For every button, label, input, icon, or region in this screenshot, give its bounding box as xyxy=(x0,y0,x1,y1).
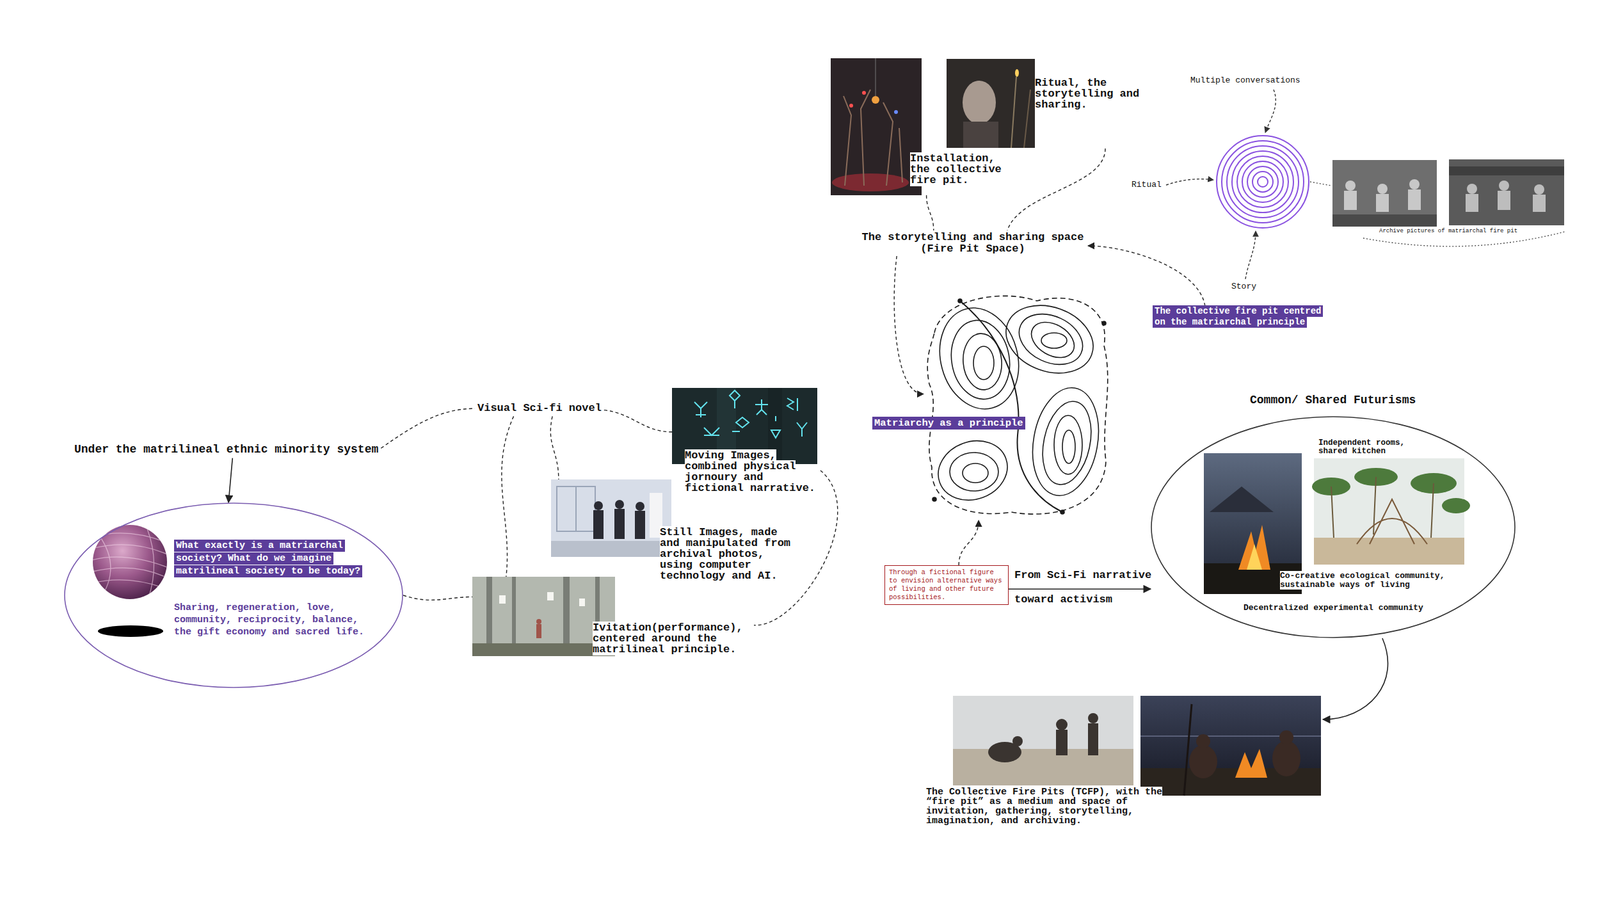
ellipse-node: What exactly is a matriarchal society? W… xyxy=(64,502,404,688)
connector xyxy=(228,458,233,503)
sphere-image xyxy=(89,524,171,637)
photo-node: Moving Images, combined physical jornour… xyxy=(672,387,821,498)
text-block: Decentralized experimental community xyxy=(1243,602,1424,614)
text: Installation, the collective fire pit. xyxy=(910,152,1002,187)
connector xyxy=(926,195,934,231)
contour-map xyxy=(927,293,1108,514)
text-block: The storytelling and sharing space (Fire… xyxy=(860,231,1086,255)
text: Still Images, made and manipulated from … xyxy=(659,526,791,582)
fire-pit-photos xyxy=(952,695,1321,796)
text-block: Co-creative ecological community, sustai… xyxy=(1280,571,1448,590)
text: Through a fictional figure to envision a… xyxy=(888,568,1002,601)
text: Ritual xyxy=(1131,179,1162,190)
installation-photo xyxy=(830,58,922,196)
text: Sharing, regeneration, love, community, … xyxy=(174,602,365,638)
text-block: Sharing, regeneration, love, community, … xyxy=(174,601,368,639)
connector xyxy=(1088,245,1206,306)
text: The storytelling and sharing space (Fire… xyxy=(862,231,1085,255)
text: Under the matrilineal ethnic minority sy… xyxy=(74,442,379,456)
text-block: Under the matrilineal ethnic minority sy… xyxy=(74,442,379,457)
connector xyxy=(380,408,475,448)
text-block: Common/ Shared Futurisms xyxy=(1249,393,1416,408)
connector xyxy=(894,256,924,395)
free-label: From Sci-Fi narrative xyxy=(1014,568,1152,582)
spiral-symbol xyxy=(1216,135,1309,228)
free-label: Story xyxy=(1231,281,1257,292)
leader-lines xyxy=(1166,89,1276,280)
photo-node: Still Images, made and manipulated from … xyxy=(551,479,804,584)
connector xyxy=(403,595,473,600)
text: From Sci-Fi narrative xyxy=(1014,568,1152,582)
text-node: Under the matrilineal ethnic minority sy… xyxy=(71,441,381,459)
ritual-photo xyxy=(946,58,1035,148)
connector xyxy=(1322,638,1389,720)
connector xyxy=(1007,148,1106,231)
text-block: Ivitation(performance), centered around … xyxy=(592,622,747,655)
text: Decentralized experimental community xyxy=(1243,602,1424,613)
ellipse-node: Common/ Shared FuturismsIndependent room… xyxy=(1150,391,1516,639)
text-node: Visual Sci-fi novel xyxy=(474,400,605,416)
text-node: The storytelling and sharing space (Fire… xyxy=(857,230,1088,256)
ellipse-shape xyxy=(1151,416,1515,638)
text: Independent rooms, shared kitchen xyxy=(1318,438,1405,456)
photo-node: Installation, the collective fire pit. xyxy=(830,58,1005,196)
text-block: Still Images, made and manipulated from … xyxy=(659,526,800,582)
text: Moving Images, combined physical jornour… xyxy=(684,449,816,495)
text: Story xyxy=(1231,281,1257,292)
photo-node: The Collective Fire Pits (TCFP), with th… xyxy=(926,695,1323,827)
still-image-photo xyxy=(551,479,672,557)
free-label: toward activism xyxy=(1014,593,1113,607)
photo-node: Ivitation(performance), centered around … xyxy=(472,576,754,658)
text-block: Installation, the collective fire pit. xyxy=(910,152,1005,186)
text: toward activism xyxy=(1014,593,1113,606)
text: Visual Sci-fi novel xyxy=(477,401,602,415)
text-block: The Collective Fire Pits (TCFP), with th… xyxy=(926,787,1166,826)
connector xyxy=(958,520,979,566)
free-label: Multiple conversations xyxy=(1190,75,1301,86)
text-block: Moving Images, combined physical jornour… xyxy=(684,449,819,494)
ellipse-outline xyxy=(64,502,404,688)
text: Ivitation(performance), centered around … xyxy=(592,621,744,656)
text-block: What exactly is a matriarchal society? W… xyxy=(174,539,368,578)
text: What exactly is a matriarchal society? W… xyxy=(174,539,363,578)
text: Multiple conversations xyxy=(1190,75,1301,86)
text-block: Through a fictional figure to envision a… xyxy=(888,568,1005,602)
photo-node: Ritual, the storytelling and sharing. xyxy=(946,58,1145,149)
text-block: Ritual, the storytelling and sharing. xyxy=(1034,77,1143,111)
text-block: The collective fire pit centred on the m… xyxy=(1152,305,1328,328)
free-label: Ritual xyxy=(1131,179,1162,191)
map-node: Matriarchy as a principle xyxy=(923,290,1108,521)
text: Common/ Shared Futurisms xyxy=(1249,393,1416,407)
text: Matriarchy as a principle xyxy=(872,416,1026,430)
archive-photos xyxy=(1332,159,1565,227)
free-label: Archive pictures of matriarchal fire pit xyxy=(1379,227,1518,235)
connector xyxy=(501,416,514,577)
text-block: Matriarchy as a principle xyxy=(872,416,1026,430)
note-box: Through a fictional figure to envision a… xyxy=(884,565,1009,605)
community-photos xyxy=(1203,453,1471,594)
text-block: Independent rooms, shared kitchen xyxy=(1318,439,1408,456)
highlight-box: The collective fire pit centred on the m… xyxy=(1152,305,1328,328)
text: Archive pictures of matriarchal fire pit xyxy=(1379,227,1518,235)
text: The collective fire pit centred on the m… xyxy=(1152,305,1323,328)
connector xyxy=(1008,588,1151,590)
text: Co-creative ecological community, sustai… xyxy=(1280,570,1445,590)
connector xyxy=(604,410,672,432)
connector xyxy=(550,416,559,480)
text-block: Visual Sci-fi novel xyxy=(477,401,602,415)
ellipse-shape xyxy=(64,503,403,688)
text: Ritual, the storytelling and sharing. xyxy=(1034,76,1140,111)
text: The Collective Fire Pits (TCFP), with th… xyxy=(926,786,1163,827)
